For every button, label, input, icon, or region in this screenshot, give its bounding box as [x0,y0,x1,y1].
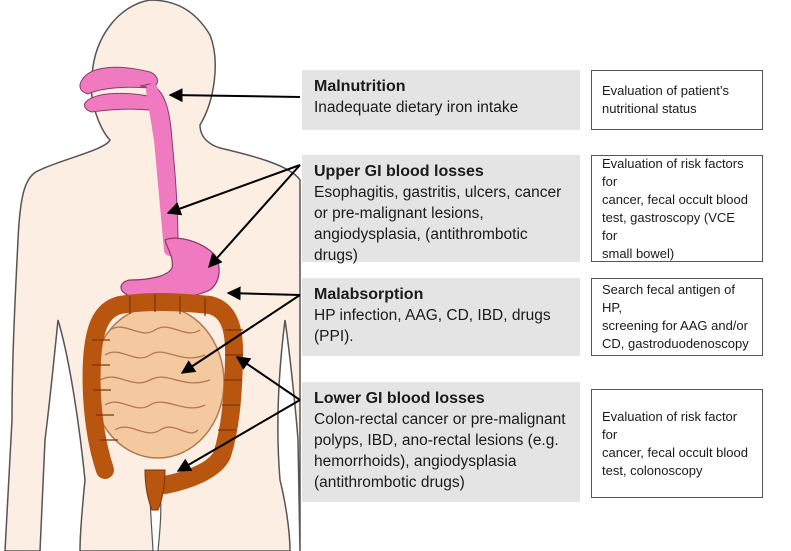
cause-box-lower-gi: Lower GI blood losses Colon-rectal cance… [302,382,580,502]
arrow-malabsorption-2 [180,294,301,374]
cause-title: Upper GI blood losses [314,163,484,180]
evaluation-box-malnutrition: Evaluation of patient’s nutritional stat… [591,70,763,130]
small-intestine-loops [99,326,211,434]
arrow-upper-gi-1 [166,164,301,216]
oral-cavity [84,92,156,113]
evaluation-text: Evaluation of risk factor for cancer, fe… [602,408,748,478]
evaluation-box-malabsorption: Search fecal antigen of HP, screening fo… [591,278,763,356]
cause-detail: Esophagitis, gastritis, ulcers, cancer o… [314,184,562,264]
evaluation-text: Evaluation of risk factors for cancer, f… [602,155,748,261]
arrow-malnutrition [168,88,301,103]
arrow-lower-gi-1 [235,356,301,401]
cause-title: Malnutrition [314,78,406,95]
evaluation-text: Evaluation of patient’s nutritional stat… [602,83,729,116]
arrow-upper-gi-2 [208,164,301,269]
cause-title: Malabsorption [314,286,424,303]
evaluation-box-lower-gi: Evaluation of risk factor for cancer, fe… [591,389,763,498]
colon [82,292,244,494]
rectum [144,469,166,511]
cause-title: Lower GI blood losses [314,390,485,407]
cause-detail: HP infection, AAG, CD, IBD, drugs (PPI). [314,307,551,345]
evaluation-box-upper-gi: Evaluation of risk factors for cancer, f… [591,155,763,262]
evaluation-text: Search fecal antigen of HP, screening fo… [602,282,749,351]
arrow-lower-gi-2 [176,399,301,472]
cause-box-malabsorption: Malabsorption HP infection, AAG, CD, IBD… [302,278,580,356]
arrow-malabsorption-1 [226,286,301,301]
colon-haustra [92,294,243,441]
esophagus-tube [146,84,176,256]
cause-box-malnutrition: Malnutrition Inadequate dietary iron int… [302,70,580,130]
cause-box-upper-gi: Upper GI blood losses Esophagitis, gastr… [302,155,580,264]
cause-detail: Colon-rectal cancer or pre-malignant pol… [314,411,566,491]
cause-detail: Inadequate dietary iron intake [314,99,519,116]
